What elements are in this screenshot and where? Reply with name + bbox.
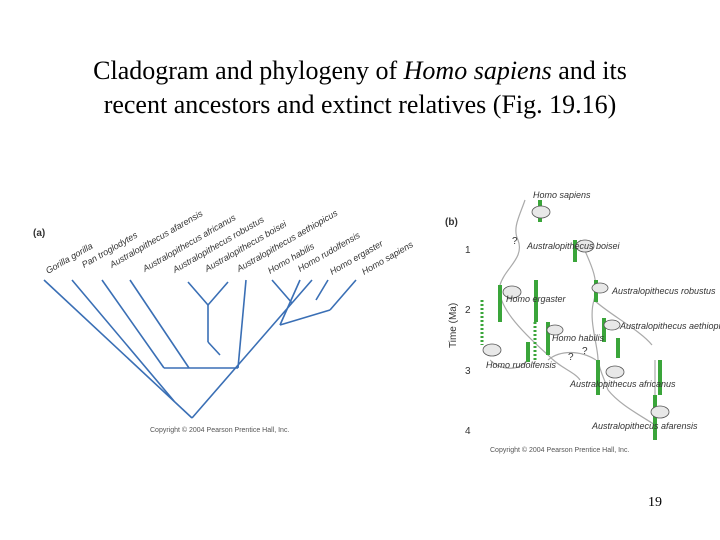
time-axis-label: Time (Ma) [448,303,459,348]
clado-branch-robustus [187,281,209,306]
title-italic: Homo sapiens [403,56,552,85]
cladogram-panel-label: (a) [33,228,45,239]
lineage-bars [498,200,662,440]
title-part2: and its [551,56,627,85]
clado-branch-africanus [129,279,190,369]
slide-title: Cladogram and phylogeny of Homo sapiens … [40,54,680,122]
phylogeny-species: Homo sapiens Australopithecus boisei Hom… [486,190,720,431]
title-part1: Cladogram and phylogeny of [93,56,404,85]
clado-branch-aethiopicus [237,279,247,369]
cladogram-copyright: Copyright © 2004 Pearson Prentice Hall, … [150,426,289,434]
cladogram-taxa: Gorilla gorilla Pan troglodytes Australo… [44,208,415,277]
clado-branch-ergaster [315,279,329,301]
skull-icon [546,324,564,336]
tick-2: 2 [465,305,471,316]
species-afarensis: Australopithecus afarensis [591,421,698,431]
skull-icon [575,239,595,253]
question-mark: ? [568,352,574,363]
tick-3: 3 [465,366,471,377]
species-habilis: Homo habilis [552,333,605,343]
clado-branch-sapiens [329,279,357,311]
title-line2: recent ancestors and extinct relatives (… [103,90,617,119]
skull-icon [605,365,625,379]
species-ergaster: Homo ergaster [506,294,567,304]
clado-branch-afarensis [101,279,165,369]
branch-aethiopicus [593,299,653,346]
skull-icons [482,205,670,419]
question-mark: ? [512,236,518,247]
clado-branch-habilis [271,279,293,304]
phylogeny-panel: (b) Time (Ma) 1 2 3 4 [445,190,720,454]
species-robustus: Australopithecus robustus [611,286,716,296]
branch-afarensis [607,389,656,426]
clado-right-trunk [191,279,313,419]
lineage-dotted-bars [480,300,537,360]
clado-robust-join [207,341,221,356]
question-mark: ? [582,346,588,357]
clado-root-line [43,279,193,419]
tick-4: 4 [465,426,471,437]
clado-branch-boisei [207,281,229,306]
clado-branch-rudolfensis [279,279,301,326]
page-number: 19 [648,495,662,510]
cladogram-panel: (a) Gorilla gorilla [33,208,415,434]
branch-homo-junction [547,351,597,361]
skull-icon [502,285,522,299]
species-homo-sapiens: Homo sapiens [533,190,591,200]
species-africanus: Australopithecus africanus [569,379,676,389]
tick-1: 1 [465,245,471,256]
skull-icon [603,319,621,331]
skull-icon [531,205,551,219]
species-rudolfensis: Homo rudolfensis [486,360,557,370]
skull-icon [591,282,609,294]
skull-icon [650,405,670,419]
cladogram-lines [43,279,357,419]
species-aethiopicus: Australopithecus aethiopicus [619,321,720,331]
clado-branch-pan [71,279,175,402]
branch-sapiens [499,199,526,286]
branch-rudolfensis [489,359,529,369]
skull-icon [482,343,502,357]
species-boisei: Australopithecus boisei [526,241,621,251]
phylogeny-panel-label: (b) [445,217,458,228]
clado-homo-join [279,309,331,326]
phylogeny-copyright: Copyright © 2004 Pearson Prentice Hall, … [490,446,629,454]
